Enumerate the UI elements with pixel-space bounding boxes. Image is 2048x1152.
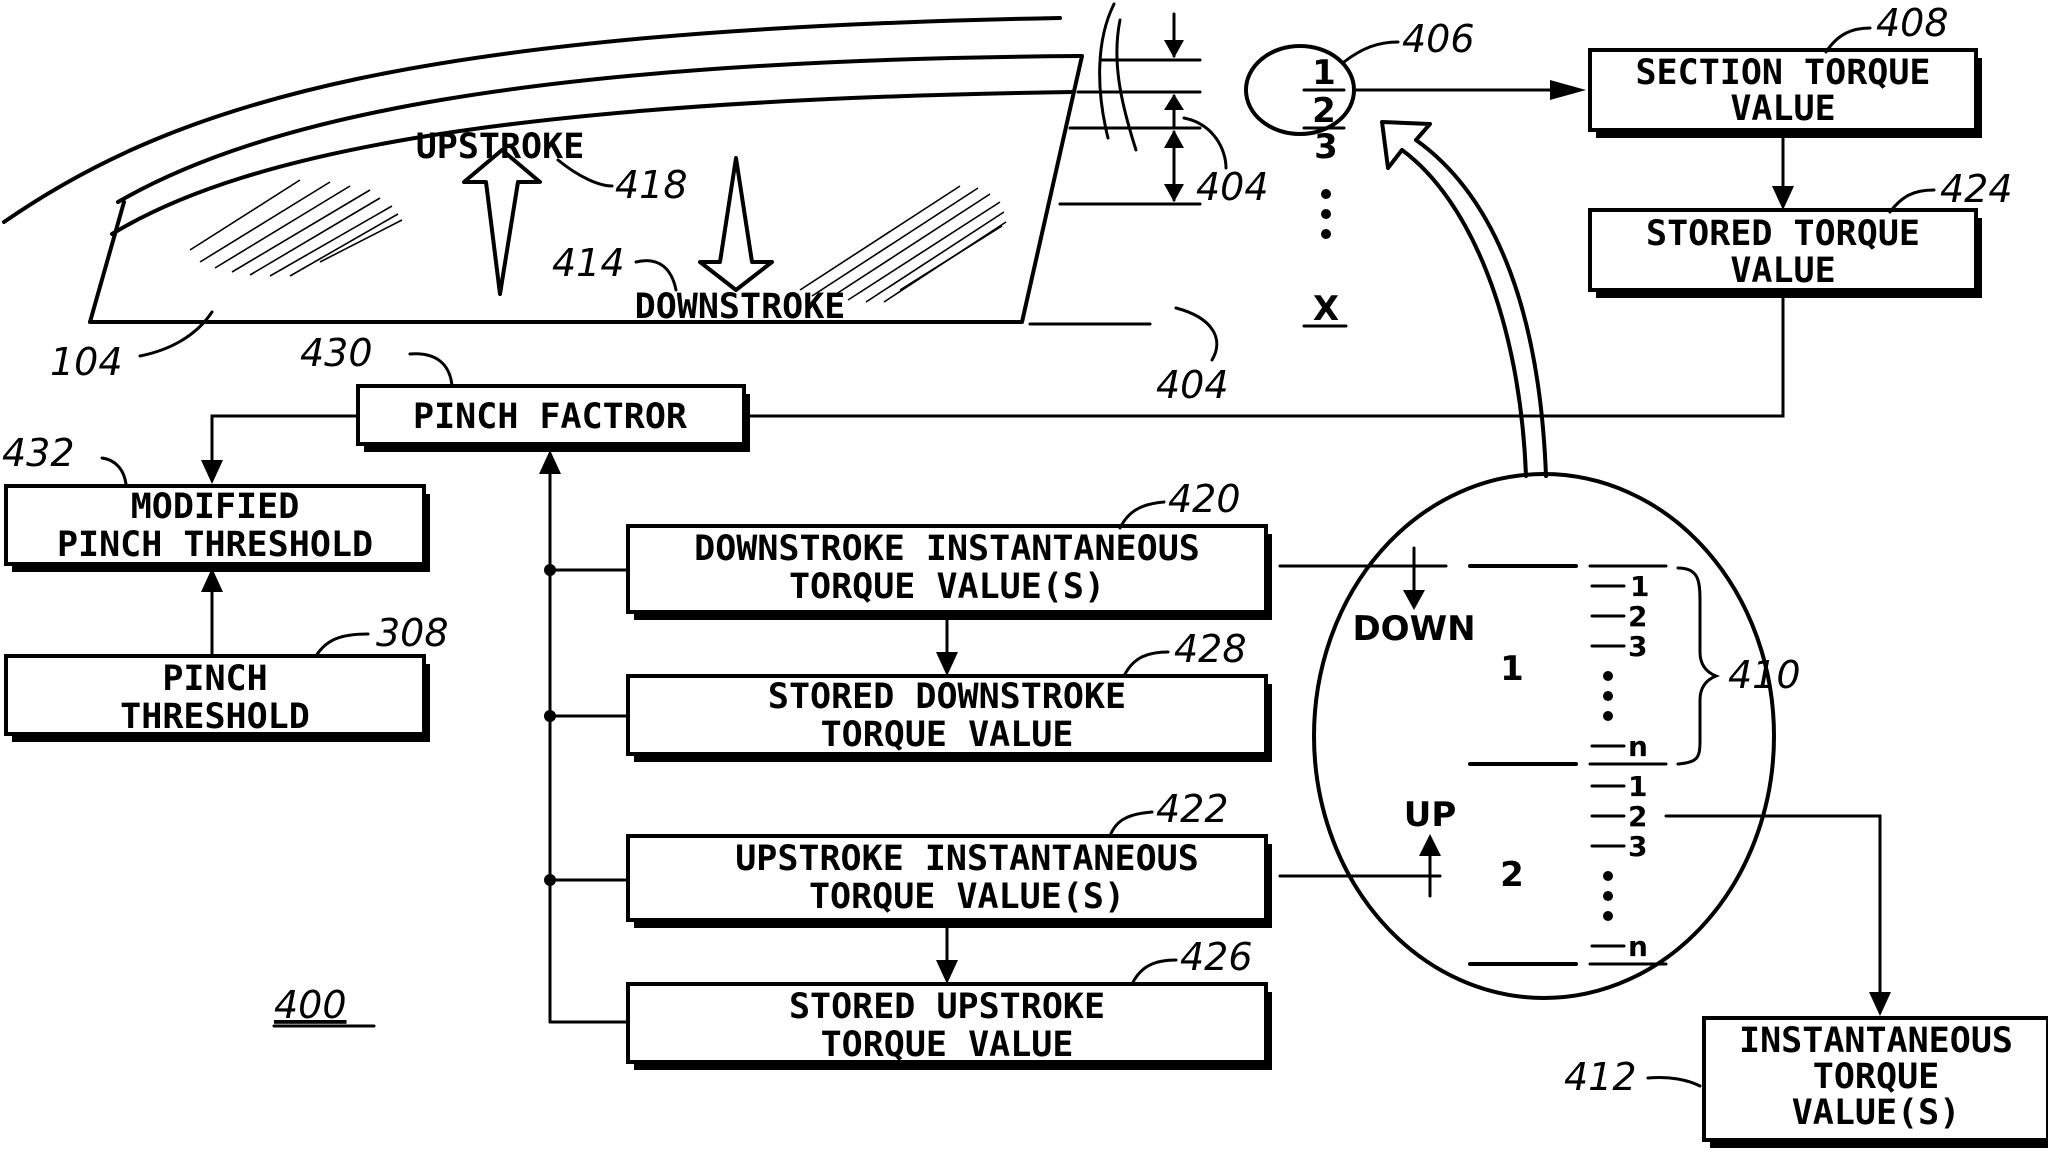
box-modified-threshold: MODIFIED PINCH THRESHOLD 432: [2, 431, 430, 572]
tick-top-2: 2: [1628, 600, 1647, 633]
box-modified-threshold-line2: PINCH THRESHOLD: [57, 525, 373, 565]
section-detail: DOWN 1 UP 2 1 2 3 n 410 1 2 3 n: [1312, 120, 1801, 1000]
ref-414: 414: [552, 241, 625, 285]
downstroke-label: DOWNSTROKE: [635, 287, 846, 327]
upstroke-label: UPSTROKE: [416, 127, 585, 167]
tick-bottom-1: 1: [1628, 770, 1647, 803]
tick-top-n: n: [1628, 730, 1648, 763]
box-pinch-threshold: PINCH THRESHOLD 308: [4, 611, 449, 742]
box-pinch-threshold-line2: THRESHOLD: [120, 697, 310, 737]
detail-up-label: UP: [1404, 795, 1457, 835]
ref-430: 430: [300, 331, 373, 375]
box-modified-threshold-line1: MODIFIED: [131, 487, 300, 527]
line-stored-to-pinch-factor: [744, 292, 1785, 418]
box-stored-upstroke: STORED UPSTROKE TORQUE VALUE 426: [626, 935, 1272, 1070]
box-upstroke-instant-line1: UPSTROKE INSTANTANEOUS: [735, 839, 1199, 879]
ref-308: 308: [376, 611, 449, 655]
tick-bottom-2: 2: [1628, 800, 1647, 833]
box-pinch-threshold-line1: PINCH: [162, 659, 267, 699]
tick-bottom-3: 3: [1628, 830, 1647, 863]
ref-428: 428: [1174, 627, 1247, 671]
box-stored-downstroke: STORED DOWNSTROKE TORQUE VALUE 428: [626, 627, 1272, 762]
ref-412: 412: [1564, 1055, 1637, 1099]
figure-number: 400: [274, 983, 347, 1027]
ref-404-bottom: 404: [1156, 363, 1229, 407]
line-pinch-factor-to-modified: [210, 414, 360, 472]
upstroke-arrow: [462, 148, 542, 296]
box-section-torque: SECTION TORQUE VALUE 408: [1588, 1, 1982, 138]
box-section-torque-line2: VALUE: [1730, 89, 1835, 129]
section-item-3: 3: [1314, 127, 1338, 167]
detail-section-1: 1: [1500, 649, 1524, 689]
detail-to-sections-arrow: [1380, 120, 1548, 478]
box-instant-torque: INSTANTANEOUS TORQUE VALUE(S) 412: [1564, 1016, 2048, 1148]
box-instant-torque-line2: TORQUE: [1813, 1057, 1939, 1097]
box-instant-torque-line3: VALUE(S): [1792, 1093, 1961, 1133]
box-stored-torque-line1: STORED TORQUE: [1646, 214, 1920, 254]
tick-bottom-n: n: [1628, 930, 1648, 963]
ref-406: 406: [1402, 17, 1475, 61]
downstroke-arrow: [698, 156, 774, 292]
detail-down-label: DOWN: [1352, 609, 1475, 649]
section-item-1: 1: [1312, 53, 1336, 93]
box-stored-downstroke-line2: TORQUE VALUE: [821, 715, 1074, 755]
section-list: 1 2 3 X 406: [1244, 17, 1475, 329]
box-stored-torque-line2: VALUE: [1730, 251, 1835, 291]
ref-426: 426: [1180, 935, 1253, 979]
ref-424: 424: [1940, 167, 2013, 211]
ref-408: 408: [1876, 1, 1949, 45]
ref-404-top: 404: [1196, 165, 1269, 209]
box-upstroke-instant: UPSTROKE INSTANTANEOUS TORQUE VALUE(S) 4…: [626, 787, 1272, 928]
box-downstroke-instant-line2: TORQUE VALUE(S): [789, 567, 1105, 607]
box-downstroke-instant: DOWNSTROKE INSTANTANEOUS TORQUE VALUE(S)…: [626, 477, 1272, 620]
box-instant-torque-line1: INSTANTANEOUS: [1739, 1021, 2013, 1061]
ref-420: 420: [1168, 477, 1241, 521]
window-glass: UPSTROKE DOWNSTROKE 418 414 104: [2, 16, 1084, 384]
box-pinch-factor: PINCH FACTROR 430: [300, 331, 750, 452]
section-dimensions: 404 404: [1028, 2, 1269, 407]
ref-410: 410: [1728, 653, 1801, 697]
box-stored-upstroke-line2: TORQUE VALUE: [821, 1025, 1074, 1065]
ref-432: 432: [2, 431, 75, 475]
box-downstroke-instant-line1: DOWNSTROKE INSTANTANEOUS: [694, 529, 1200, 569]
section-item-x: X: [1313, 289, 1339, 329]
box-upstroke-instant-line2: TORQUE VALUE(S): [809, 877, 1125, 917]
box-section-torque-line1: SECTION TORQUE: [1635, 53, 1930, 93]
glass-glare: [189, 179, 1007, 303]
box-pinch-factor-line1: PINCH FACTROR: [413, 397, 688, 437]
ref-418: 418: [615, 163, 688, 207]
ref-422: 422: [1156, 787, 1229, 831]
line-tick-to-instant: [1664, 814, 1882, 1002]
section-item-2: 2: [1312, 91, 1336, 131]
ref-104: 104: [50, 340, 123, 384]
tick-top-1: 1: [1630, 570, 1649, 603]
detail-section-2: 2: [1500, 855, 1524, 895]
tick-top-3: 3: [1628, 630, 1647, 663]
box-stored-downstroke-line1: STORED DOWNSTROKE: [768, 677, 1126, 717]
box-stored-upstroke-line1: STORED UPSTROKE: [789, 987, 1105, 1027]
box-stored-torque: STORED TORQUE VALUE 424: [1588, 167, 2013, 298]
